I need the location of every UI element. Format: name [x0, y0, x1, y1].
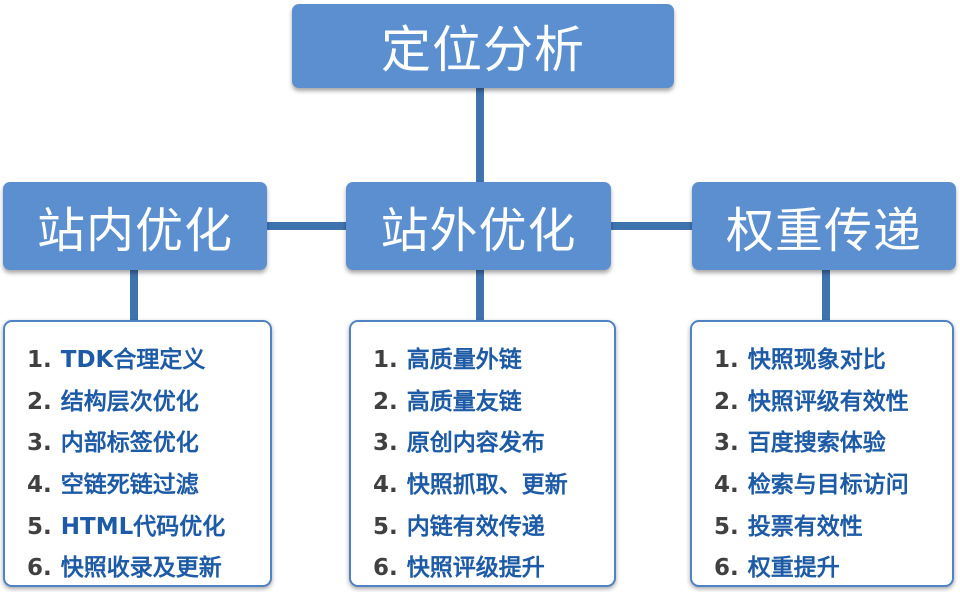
list-item: 4. 检索与目标访问: [714, 465, 952, 507]
item-number: 6.: [27, 555, 52, 582]
item-number: 4.: [714, 472, 739, 499]
item-number: 1.: [373, 347, 398, 373]
item-number: 4.: [373, 472, 398, 499]
list-item: 2. 快照评级有效性: [714, 382, 952, 424]
list-item: 1. 快照现象对比: [714, 340, 952, 382]
item-text: TDK合理定义: [60, 347, 206, 373]
list-item: 6. 权重提升: [714, 548, 952, 590]
list-item: 2. 高质量友链: [373, 382, 614, 424]
item-number: 2.: [27, 388, 52, 415]
item-number: 3.: [27, 430, 52, 457]
item-text: 内部标签优化: [60, 430, 199, 457]
list-item: 4. 快照抓取、更新: [373, 465, 614, 507]
item-number: 5.: [27, 513, 52, 540]
list-item: 4. 空链死链过滤: [27, 465, 270, 507]
item-list: 1. TDK合理定义 2. 结构层次优化 3. 内部标签优化 4. 空链死链过滤 5. H…: [5, 322, 270, 590]
root-node: 定位分析: [292, 4, 674, 88]
item-number: 6.: [373, 555, 398, 582]
item-text: HTML代码优化: [60, 513, 226, 540]
list-item: 3. 原创内容发布: [373, 423, 614, 465]
item-text: 高质量友链: [406, 388, 522, 415]
list-item: 1. 高质量外链: [373, 340, 614, 382]
item-number: 5.: [714, 513, 739, 540]
item-text: 快照评级有效性: [747, 388, 909, 415]
list-item: 2. 结构层次优化: [27, 382, 270, 424]
branch-node-weight: 权重传递: [692, 182, 956, 270]
list-item: 6. 快照收录及更新: [27, 548, 270, 590]
item-text: 投票有效性: [747, 513, 863, 540]
list-item: 3. 内部标签优化: [27, 423, 270, 465]
branch-label: 站外优化: [380, 203, 577, 259]
list-item: 5. 投票有效性: [714, 507, 952, 549]
item-number: 4.: [27, 472, 52, 499]
connector-branch-1-down: [476, 270, 484, 320]
item-number: 6.: [714, 555, 739, 582]
item-number: 2.: [714, 388, 739, 415]
list-item: 3. 百度搜索体验: [714, 423, 952, 465]
item-number: 1.: [27, 347, 52, 373]
item-text: 内链有效传递: [406, 513, 545, 540]
branch-label: 权重传递: [725, 203, 922, 259]
root-label: 定位分析: [381, 21, 585, 79]
branch-node-onsite: 站内优化: [3, 182, 267, 270]
item-number: 3.: [714, 430, 739, 457]
connector-root-down: [476, 88, 484, 182]
list-item: 6. 快照评级提升: [373, 548, 614, 590]
item-text: 空链死链过滤: [60, 472, 199, 499]
connector-branch-2-down: [822, 270, 830, 320]
item-text: 快照现象对比: [747, 347, 886, 373]
item-list: 1. 快照现象对比 2. 快照评级有效性 3. 百度搜索体验 4. 检索与目标访问 5.…: [692, 322, 952, 590]
item-text: 权重提升: [747, 555, 840, 582]
item-text: 原创内容发布: [406, 430, 545, 457]
list-item: 5. HTML代码优化: [27, 507, 270, 549]
item-list: 1. 高质量外链 2. 高质量友链 3. 原创内容发布 4. 快照抓取、更新 5. 内链有…: [351, 322, 614, 590]
item-number: 2.: [373, 388, 398, 415]
connector-branch-0-down: [130, 270, 138, 320]
branch-label: 站内优化: [36, 203, 233, 259]
item-box-offsite: 1. 高质量外链 2. 高质量友链 3. 原创内容发布 4. 快照抓取、更新 5. 内链有…: [349, 320, 616, 587]
item-text: 快照抓取、更新: [406, 472, 568, 499]
item-number: 3.: [373, 430, 398, 457]
item-text: 高质量外链: [406, 347, 522, 373]
item-text: 结构层次优化: [60, 388, 199, 415]
item-number: 5.: [373, 513, 398, 540]
item-text: 检索与目标访问: [747, 472, 909, 499]
branch-node-offsite: 站外优化: [346, 182, 611, 270]
item-text: 快照评级提升: [406, 555, 545, 582]
item-text: 百度搜索体验: [747, 430, 886, 457]
list-item: 1. TDK合理定义: [27, 340, 270, 382]
item-text: 快照收录及更新: [60, 555, 222, 582]
list-item: 5. 内链有效传递: [373, 507, 614, 549]
item-number: 1.: [714, 347, 739, 373]
item-box-weight: 1. 快照现象对比 2. 快照评级有效性 3. 百度搜索体验 4. 检索与目标访问 5.…: [690, 320, 954, 587]
item-box-onsite: 1. TDK合理定义 2. 结构层次优化 3. 内部标签优化 4. 空链死链过滤 5. H…: [3, 320, 272, 587]
